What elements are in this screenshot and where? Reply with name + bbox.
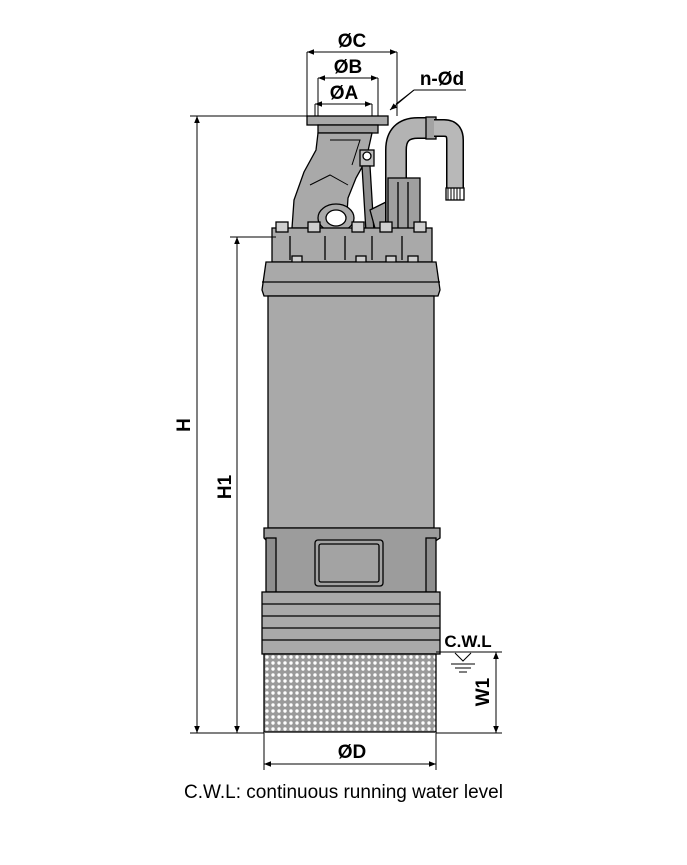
label-dia-a: ØA	[330, 83, 359, 104]
name-plate	[314, 539, 384, 587]
caption: C.W.L: continuous running water level	[184, 782, 503, 803]
label-w1: W1	[473, 677, 494, 706]
motor-body	[267, 295, 435, 529]
label-dia-b: ØB	[334, 57, 363, 78]
dimension-lines	[190, 49, 502, 770]
cable-end-strands	[447, 188, 461, 200]
label-water-level: C.W.L	[444, 632, 491, 651]
label-height-h1: H1	[215, 474, 236, 499]
discharge-flange	[306, 115, 389, 126]
label-height-h: H	[174, 418, 195, 432]
strainer	[263, 653, 437, 733]
label-dia-d: ØD	[338, 742, 367, 763]
motor-head	[261, 261, 441, 297]
label-bolt-holes: n-Ød	[420, 69, 464, 90]
pump-casing	[261, 591, 441, 655]
label-dia-c: ØC	[338, 31, 367, 52]
water-level-icon	[451, 652, 475, 673]
pump-illustration	[261, 115, 465, 733]
